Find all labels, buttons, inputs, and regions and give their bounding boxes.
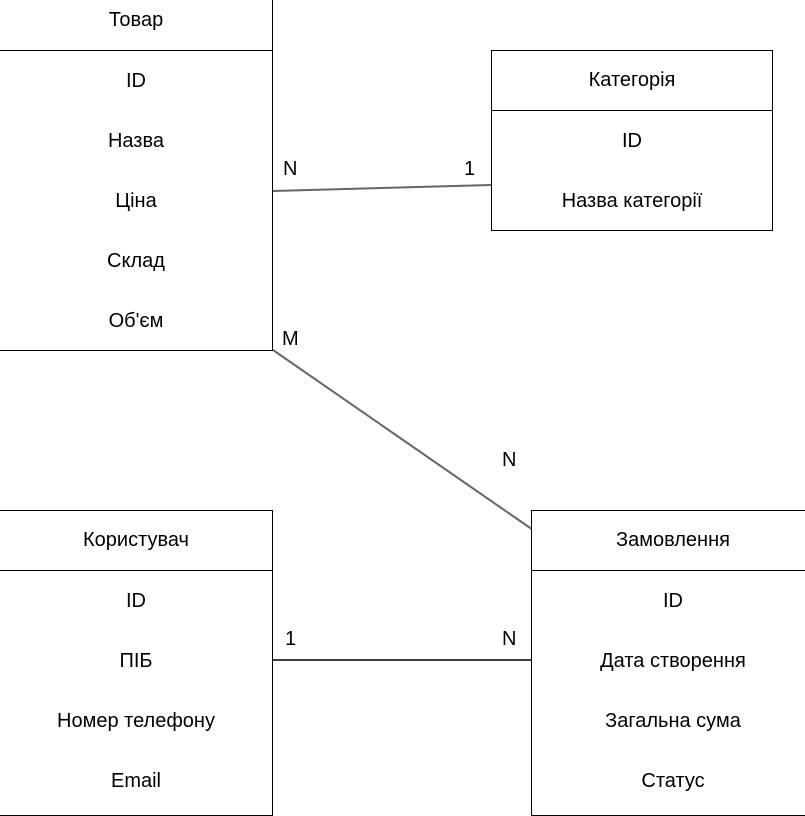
relation-line-product-category <box>272 184 492 192</box>
cardinality-product-order-n: N <box>502 449 517 471</box>
entity-user-attr-email: Email <box>110 769 161 792</box>
entity-product-attr-id: ID <box>126 69 146 92</box>
relation-line-product-order <box>272 349 537 533</box>
entity-order-attr-total: Загальна сума <box>605 709 741 732</box>
cardinality-product-order-m: M <box>282 328 299 350</box>
entity-user-title: Користувач <box>0 511 272 571</box>
entity-category-attr-name: Назва категорії <box>561 189 703 212</box>
entity-category[interactable]: Категорія ID Назва категорії <box>491 50 773 231</box>
entity-product[interactable]: Товар ID Назва Ціна Склад Об'єм <box>0 0 273 351</box>
entity-order-title: Замовлення <box>532 511 805 571</box>
entity-user-attr-id: ID <box>126 589 146 612</box>
entity-product-attr-price: Ціна <box>115 189 157 212</box>
entity-category-attr-id: ID <box>622 129 642 152</box>
entity-order-attr-created: Дата створення <box>600 649 746 672</box>
cardinality-product-category-n: N <box>283 158 298 180</box>
entity-user-attr-phone: Номер телефону <box>57 709 215 732</box>
entity-user-attr-fullname: ПІБ <box>119 649 153 672</box>
entity-order-attr-id: ID <box>663 589 683 612</box>
entity-order[interactable]: Замовлення ID Дата створення Загальна су… <box>531 510 805 816</box>
cardinality-user-order-n: N <box>502 628 517 650</box>
cardinality-product-category-1: 1 <box>464 158 476 180</box>
entity-product-title: Товар <box>0 0 272 51</box>
entity-user[interactable]: Користувач ID ПІБ Номер телефону Email <box>0 510 273 816</box>
entity-product-attr-volume: Об'єм <box>108 309 164 332</box>
entity-category-title: Категорія <box>492 51 772 111</box>
entity-product-attr-composition: Склад <box>107 249 165 272</box>
entity-product-attr-name: Назва <box>107 129 165 152</box>
cardinality-user-order-1: 1 <box>285 628 297 650</box>
entity-order-attr-status: Статус <box>641 769 705 792</box>
